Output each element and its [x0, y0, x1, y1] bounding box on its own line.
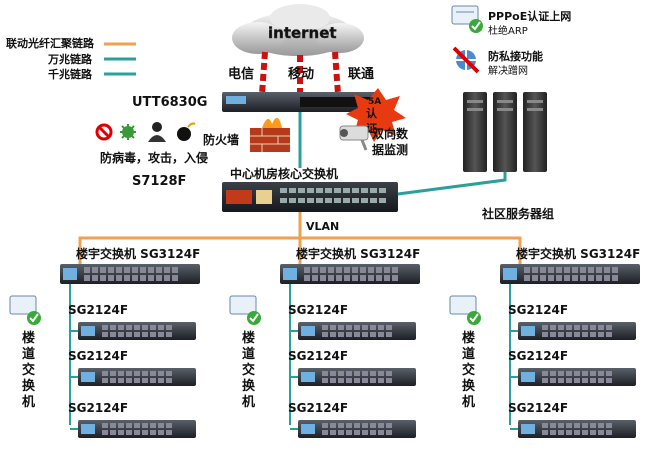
floor-switch-label: SG2124F [288, 401, 348, 415]
auth-badge-ren: 认 [366, 106, 378, 120]
isp-links [259, 51, 341, 95]
gateway-model: UTT6830G [132, 95, 207, 110]
legend-label-10g: 万兆链路 [47, 52, 93, 66]
threat-icons [95, 122, 196, 142]
feature-anti-share [452, 46, 480, 74]
floor-switch-label: SG2124F [68, 401, 128, 415]
id-card-icon [449, 295, 481, 325]
floor-switch-label: SG2124F [288, 303, 348, 317]
cross-icon [452, 46, 480, 74]
threats-label: 防病毒，攻击，入侵 [100, 150, 208, 165]
no-entry-icon [95, 123, 113, 141]
core-switch [222, 182, 398, 212]
feature-anti-share-subtitle: 解决蹭网 [488, 64, 528, 77]
floor-switch-label: SG2124F [508, 349, 568, 363]
floor-switch-vertical-label: 交 [462, 362, 475, 378]
core-switch-label: 中心机房核心交换机 [230, 166, 338, 181]
auth-badge-zheng: 证 [366, 122, 377, 135]
isp-unicom: 联通 [348, 66, 374, 82]
floor-switch [298, 368, 416, 386]
floor-switch [78, 420, 196, 438]
id-card-icon [229, 295, 261, 325]
floor-switch-vertical-label: 交 [242, 362, 255, 378]
bomb-icon [177, 122, 196, 141]
floor-switch-vertical-label: 道 [462, 346, 475, 362]
id-card-icon [9, 295, 41, 325]
hacker-icon [148, 122, 166, 142]
floor-switch-vertical-label: 道 [22, 346, 35, 362]
vlan-label: VLAN [306, 220, 339, 233]
gateway-device [222, 92, 378, 112]
floor-switch [78, 322, 196, 340]
building-switch-label: 楼宇交换机 SG3124F [516, 246, 640, 261]
floor-switch-vertical-label: 交 [22, 362, 35, 378]
floor-switch-vertical-label: 机 [462, 394, 475, 410]
core-model-label: S7128F [132, 174, 186, 189]
floor-switch-vertical-label: 楼 [22, 330, 35, 346]
virus-icon [120, 124, 136, 140]
building-switch [60, 264, 200, 284]
floor-switch [78, 368, 196, 386]
floor-switch-vertical-label: 机 [22, 394, 35, 410]
server-link [397, 172, 507, 196]
building-switch [500, 264, 640, 284]
legend-label-fiber: 联动光纤汇聚链路 [6, 36, 95, 50]
server-group [463, 92, 547, 172]
floor-switch-label: SG2124F [68, 303, 128, 317]
server-group-label: 社区服务器组 [481, 206, 554, 221]
monitor-line1: 双向数 [372, 126, 409, 141]
firewall-icon [250, 117, 290, 152]
floor-switch [518, 322, 636, 340]
floor-switch [298, 420, 416, 438]
building-switch-label: 楼宇交换机 SG3124F [296, 246, 420, 261]
internet-cloud: internet [232, 4, 364, 56]
floor-switch [518, 368, 636, 386]
firewall-label: 防火墙 [203, 132, 239, 147]
floor-switch-label: SG2124F [288, 349, 348, 363]
floor-switch-label: SG2124F [508, 401, 568, 415]
building-switch-label: 楼宇交换机 SG3124F [76, 246, 200, 261]
internet-label: internet [268, 24, 337, 42]
floor-switch-vertical-label: 换 [462, 378, 476, 394]
monitor-line2: 据监测 [372, 142, 408, 157]
feature-pppoe [451, 5, 483, 33]
floor-switch-vertical-label: 换 [22, 378, 36, 394]
floor-switch [518, 420, 636, 438]
building-switch [280, 264, 420, 284]
floor-switch-vertical-label: 楼 [462, 330, 475, 346]
feature-anti-share-title: 防私接功能 [488, 49, 543, 63]
feature-pppoe-title: PPPoE认证上网 [488, 9, 571, 23]
floor-switch-vertical-label: 机 [242, 394, 255, 410]
floor-switch [298, 322, 416, 340]
floor-switch-vertical-label: 道 [242, 346, 255, 362]
floor-switch-label: SG2124F [68, 349, 128, 363]
floor-switch-label: SG2124F [508, 303, 568, 317]
floor-switch-vertical-label: 换 [242, 378, 256, 394]
isp-telecom: 电信 [228, 66, 254, 82]
legend: 联动光纤汇聚链路 万兆链路 千兆链路 [6, 36, 136, 81]
camera-icon [339, 125, 369, 151]
floor-switch-vertical-label: 楼 [242, 330, 255, 346]
auth-badge-5a: 5A [368, 97, 381, 107]
legend-label-1g: 千兆链路 [48, 67, 93, 81]
feature-pppoe-subtitle: 杜绝ARP [488, 24, 528, 37]
isp-mobile: 移动 [288, 66, 314, 82]
